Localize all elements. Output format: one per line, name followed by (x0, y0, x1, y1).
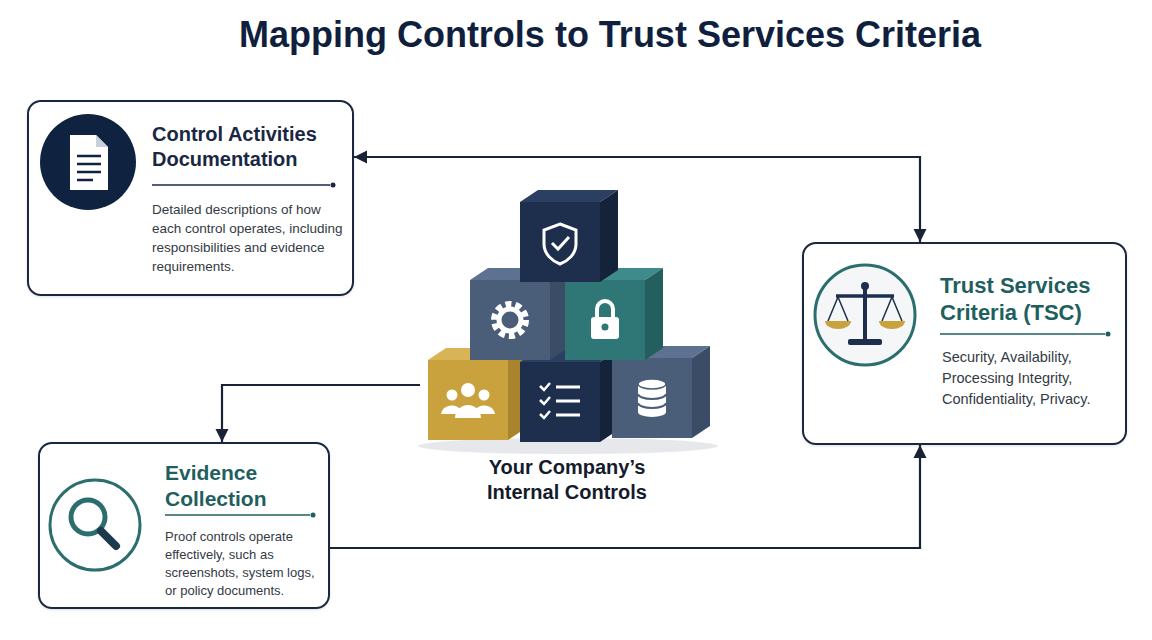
icon-circle (50, 480, 140, 570)
heading-rule-dot (311, 513, 316, 518)
cube-top (565, 268, 663, 280)
scales-pan (879, 321, 905, 329)
cube-top (520, 350, 618, 362)
scales-chain (882, 297, 902, 321)
cube-top (520, 190, 618, 202)
node-body: Detailed descriptions of how each contro… (152, 200, 348, 276)
document-line (77, 171, 101, 174)
heading-rule-dot (331, 183, 336, 188)
scales-pole (863, 287, 867, 340)
heading-rule-dot (1106, 332, 1111, 337)
node-heading: Evidence Collection (165, 460, 310, 512)
heading-rule-line (152, 184, 330, 186)
database-top (638, 379, 666, 389)
cube-top (612, 346, 710, 358)
process-box: Control Activities DocumentationDetailed… (27, 100, 354, 296)
cube-front (428, 360, 508, 440)
scales-chain (828, 297, 848, 321)
person-head (479, 390, 490, 401)
scales-icon (815, 265, 915, 365)
cube-side (550, 268, 568, 360)
scales-knob (861, 282, 869, 290)
lock-body (591, 317, 619, 339)
heading-rule (152, 183, 336, 188)
cube-side (600, 350, 618, 442)
cube-front (520, 362, 600, 442)
gear-cube (470, 268, 568, 360)
shield-check (552, 237, 569, 249)
heading-rule (940, 332, 1111, 337)
node-body: Proof controls operate effectively, such… (165, 528, 327, 600)
document-icon (40, 114, 136, 210)
cube-front (520, 202, 600, 282)
cube-side (692, 346, 710, 438)
lock-cube (565, 268, 663, 360)
document-fold (96, 135, 108, 147)
magnifier-icon (50, 480, 140, 570)
magnifier-lens (71, 500, 105, 534)
cube-side (645, 268, 663, 360)
person-head (461, 383, 475, 397)
cube-front (612, 358, 692, 438)
node-heading: Control Activities Documentation (152, 122, 352, 172)
cube-side (508, 348, 526, 440)
heading-rule (165, 513, 316, 518)
shield-outline (544, 224, 576, 264)
illustration-node: Your Company’s Internal Controls (420, 190, 715, 510)
process-box: Trust Services Criteria (TSC) Security, A… (802, 242, 1127, 445)
person-head (447, 390, 458, 401)
heading-rule-line (165, 514, 310, 516)
database-body (638, 384, 666, 417)
lock-shackle (597, 301, 613, 318)
process-box: Evidence CollectionProof controls operat… (38, 442, 330, 609)
person-body (441, 406, 461, 414)
check-mark (540, 383, 550, 418)
person-body (455, 405, 481, 418)
flow-arrow (222, 385, 420, 442)
checklist-line (556, 387, 580, 415)
cube-top (470, 268, 568, 280)
node-heading: Your Company’s Internal Controls (457, 455, 677, 505)
stack-shadow (418, 438, 718, 454)
cube-front (470, 280, 550, 360)
diagram-title: Mapping Controls to Trust Services Crite… (0, 14, 1152, 56)
magnifier-handle (101, 531, 116, 546)
icon-circle (40, 114, 136, 210)
node-heading: Trust Services Criteria (TSC) (940, 272, 1122, 326)
flow-arrow (330, 445, 920, 548)
flow-arrow (354, 157, 920, 242)
icon-circle (815, 265, 915, 365)
heading-rule-line (940, 333, 1105, 335)
document-sheet (70, 135, 108, 190)
scales-pan (825, 321, 851, 329)
scales-beam (836, 294, 894, 298)
scales-base (848, 339, 882, 345)
document-line (77, 155, 101, 158)
document-line (77, 179, 93, 182)
node-body: Security, Availability, Processing Integ… (942, 347, 1124, 410)
cube-stack (418, 190, 718, 454)
cube-side (600, 190, 618, 282)
checklist-cube (520, 350, 618, 442)
cube-top (428, 348, 526, 360)
cube-front (565, 280, 645, 360)
people-cube (428, 348, 526, 440)
database-band (638, 394, 666, 408)
person-body (475, 406, 495, 414)
database-cube (612, 346, 710, 438)
shield-cube (520, 190, 618, 282)
gear-ring (499, 309, 521, 331)
lock-keyhole (602, 324, 609, 331)
document-line (77, 163, 101, 166)
gear-teeth (494, 304, 526, 336)
